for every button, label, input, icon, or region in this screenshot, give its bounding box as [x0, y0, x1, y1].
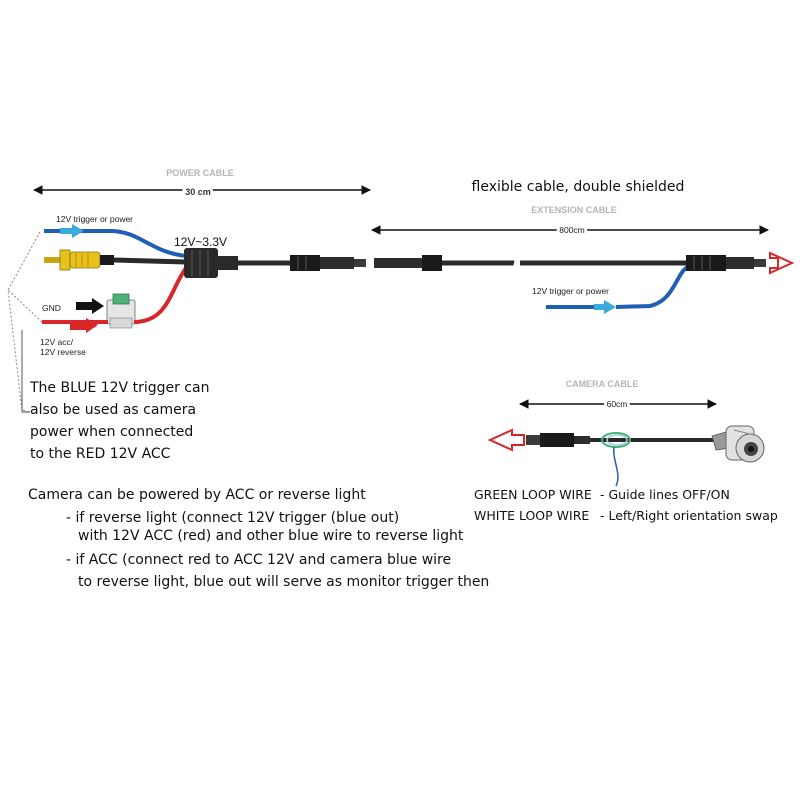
camera-cable-length: 60cm — [607, 399, 628, 409]
blue-note-line2: also be used as camera — [30, 402, 196, 418]
extension-female-connector — [374, 255, 442, 271]
video-wire — [113, 257, 187, 265]
loop-leader-line — [613, 446, 619, 487]
instructions-line5: to reverse light, blue out will serve as… — [78, 574, 489, 590]
legend-green-function: - Guide lines OFF/ON — [600, 487, 730, 502]
acc-label-line1: 12V acc/ — [40, 337, 74, 347]
legend-white-function: - Left/Right orientation swap — [600, 508, 778, 523]
power-cable-length: 30 cm — [185, 187, 211, 197]
extension-trigger-label: 12V trigger or power — [532, 286, 609, 296]
extension-cable-note: flexible cable, double shielded — [472, 179, 685, 195]
extension-male-connector — [686, 255, 766, 271]
note-leader-top — [7, 231, 41, 413]
camera-cable-title: CAMERA CABLE — [566, 379, 639, 389]
cyan-arrow-right-icon — [594, 300, 616, 314]
note-leader-bottom — [7, 289, 43, 323]
instructions-line3: with 12V ACC (red) and other blue wire t… — [78, 528, 464, 544]
note-bracket — [21, 330, 30, 413]
legend-green-wire: GREEN LOOP WIRE — [474, 487, 592, 502]
rca-video-connector — [44, 249, 114, 271]
black-arrow-right-icon — [76, 298, 104, 314]
extension-cable-length: 800cm — [559, 225, 585, 235]
power-cable-title: POWER CABLE — [166, 168, 234, 178]
camera-body — [711, 425, 765, 463]
instructions-line2: - if reverse light (connect 12V trigger … — [66, 510, 399, 526]
instructions-line4: - if ACC (connect red to ACC 12V and cam… — [66, 552, 451, 568]
extension-cable-title: EXTENSION CABLE — [531, 205, 617, 215]
power-junction-block — [184, 248, 238, 278]
power-trigger-label: 12V trigger or power — [56, 214, 133, 224]
fuse-holder — [106, 293, 136, 329]
gnd-label: GND — [42, 303, 61, 313]
cyan-arrow-left-icon — [60, 224, 84, 238]
cable-break-mark — [512, 253, 520, 273]
blue-trigger-wire — [109, 229, 187, 258]
power-male-connector — [290, 255, 366, 271]
loop-wires — [601, 432, 631, 448]
red-outline-arrow-right-icon — [769, 251, 795, 275]
red-outline-arrow-left-icon — [487, 428, 525, 452]
legend-white-wire: WHITE LOOP WIRE — [474, 508, 589, 523]
acc-label-line2: 12V reverse — [40, 347, 86, 357]
red-arrow-right-icon — [70, 318, 98, 333]
blue-note-line1: The BLUE 12V trigger can — [29, 380, 209, 396]
voltage-label: 12V~3.3V — [174, 235, 227, 249]
red-acc-wire — [133, 266, 188, 324]
camera-female-connector — [526, 433, 590, 447]
extension-blue-wire — [615, 264, 691, 309]
blue-note-line3: power when connected — [30, 424, 193, 440]
blue-note-line4: to the RED 12V ACC — [30, 446, 171, 462]
instructions-line1: Camera can be powered by ACC or reverse … — [28, 487, 366, 503]
